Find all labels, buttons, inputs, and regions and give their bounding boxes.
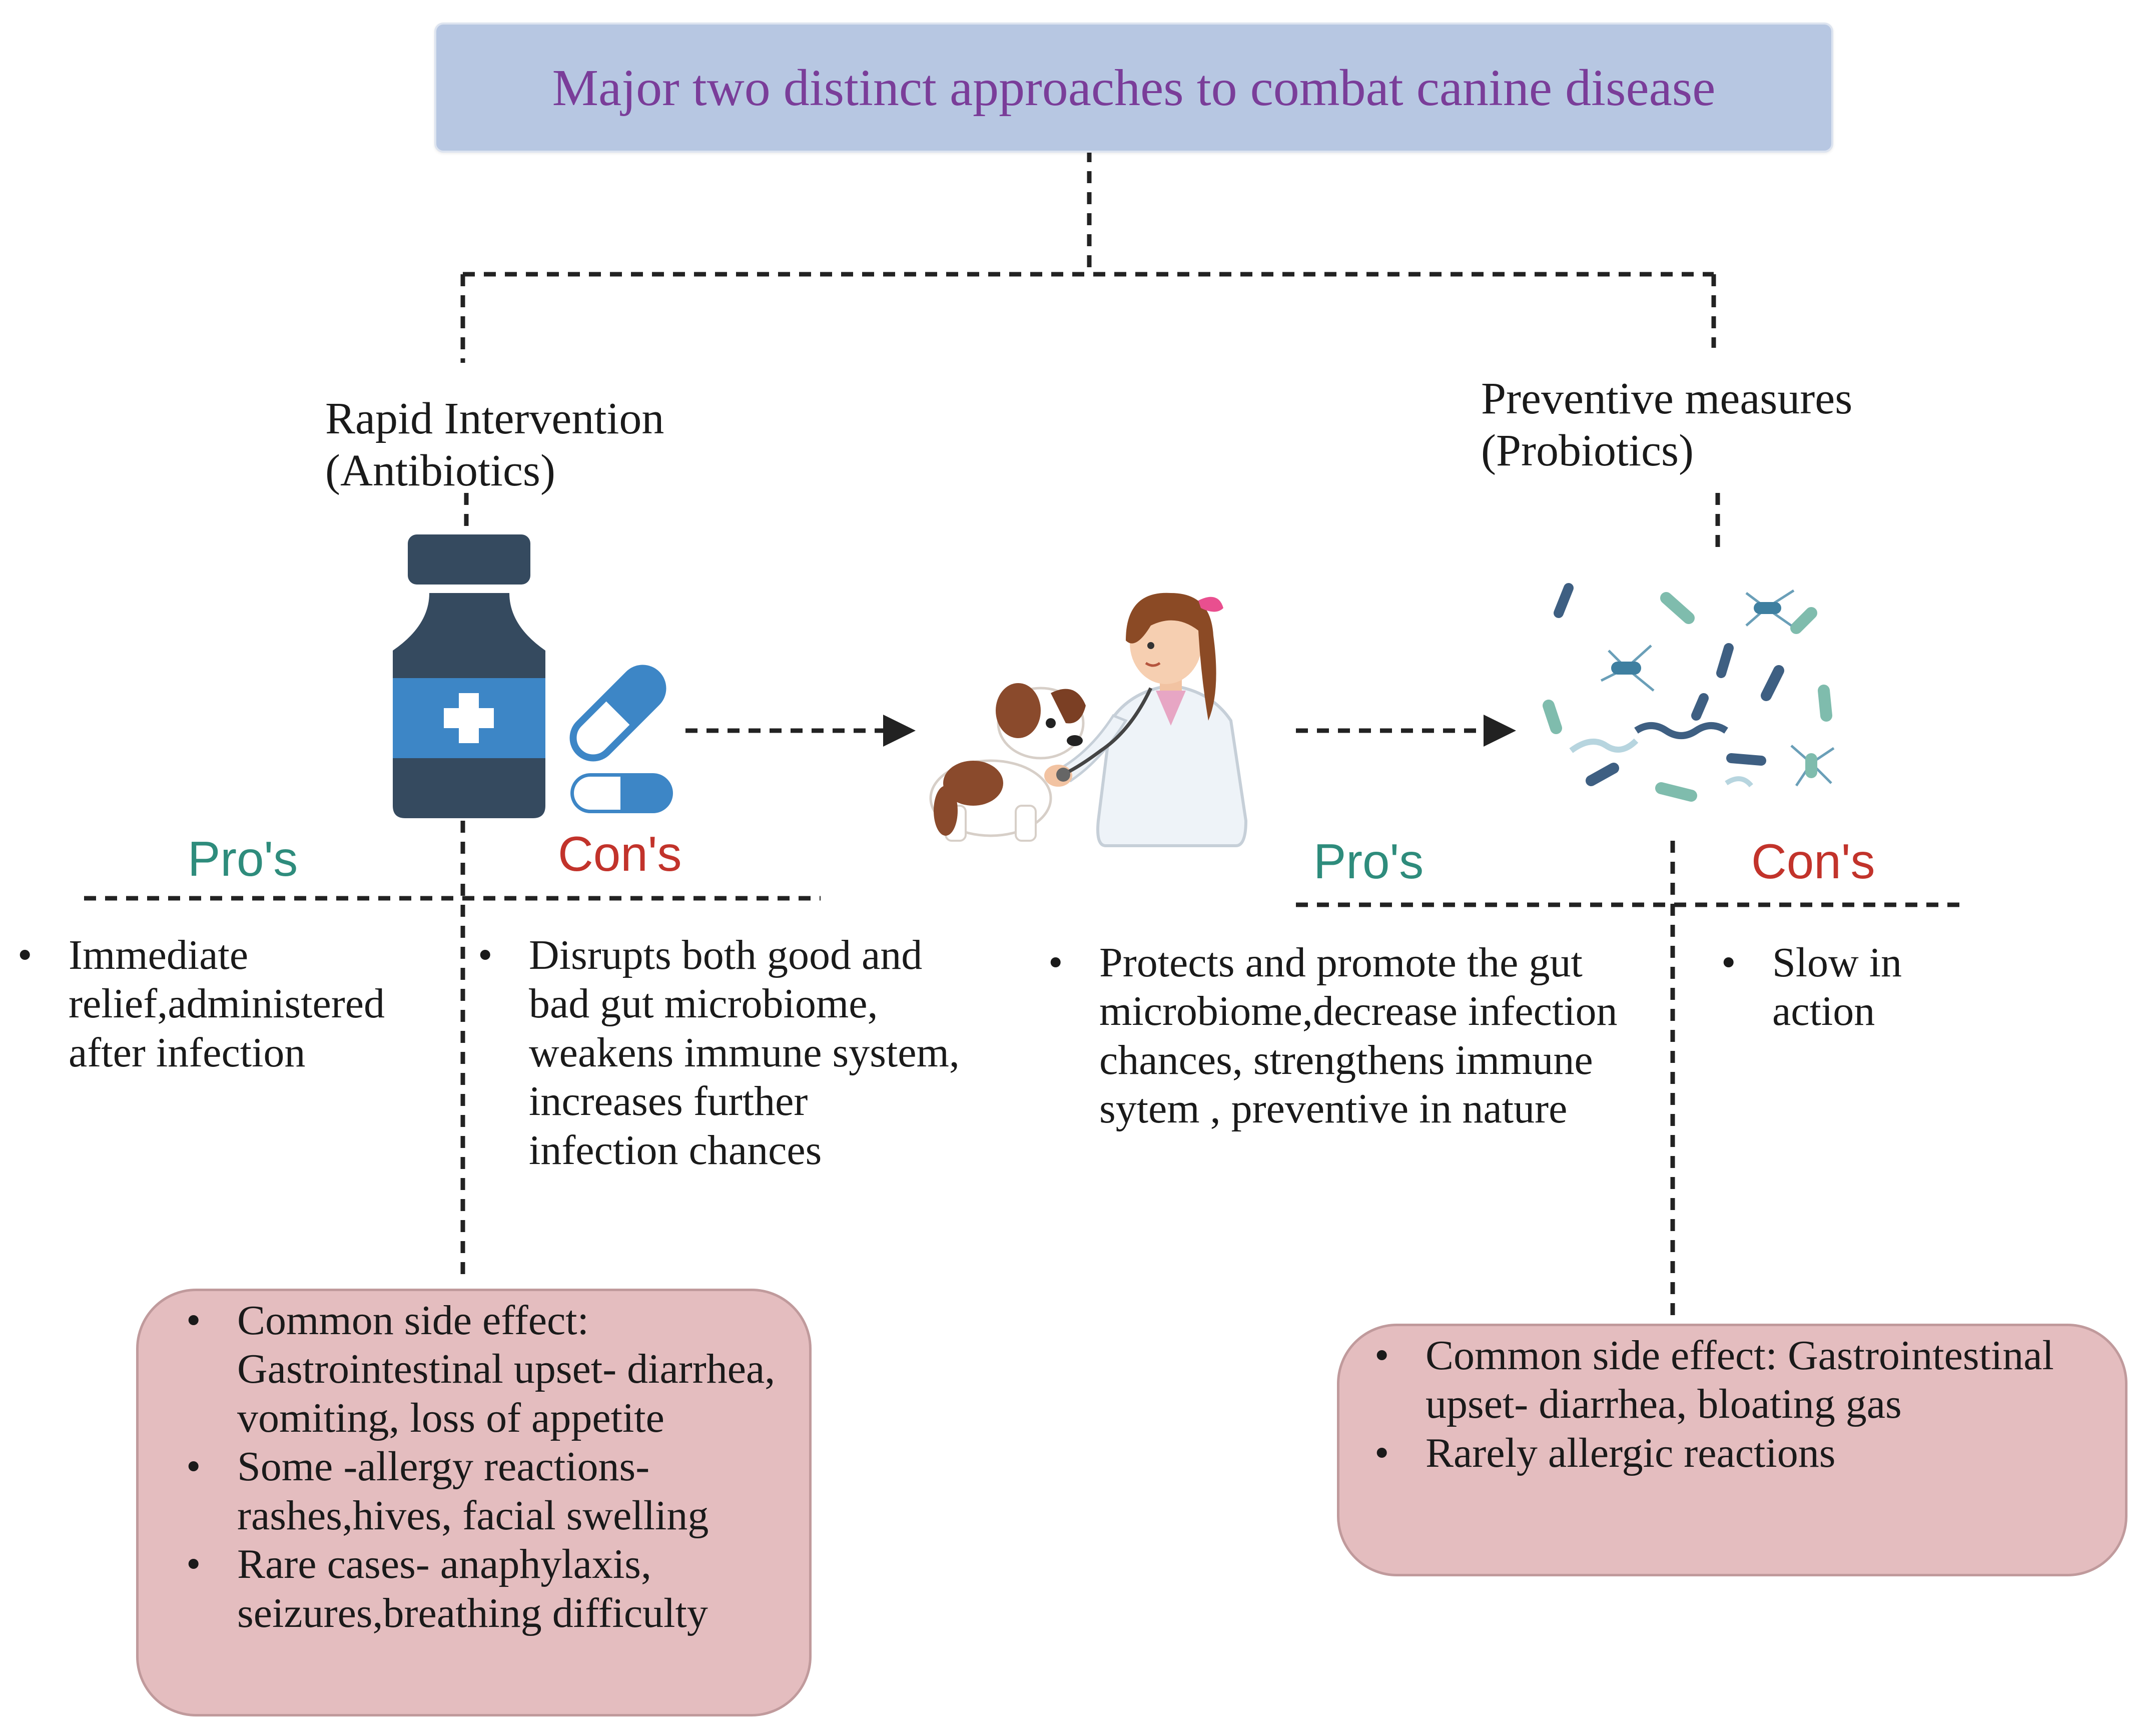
list-item: Slow in action — [1721, 938, 1936, 1036]
right-pros-label: Pro's — [1313, 834, 1424, 889]
right-cons-text: Slow in action — [1721, 938, 1936, 1036]
bacteria-icon — [1543, 583, 1835, 802]
list-item: Immediate relief,administered after infe… — [18, 931, 438, 1077]
right-heading-line2: (Probiotics) — [1481, 426, 1694, 476]
left-heading: Rapid Intervention (Antibiotics) — [325, 393, 664, 497]
arrow-head-2 — [1484, 715, 1516, 747]
diagram-title: Major two distinct approaches to combat … — [552, 59, 1716, 117]
right-heading-line1: Preventive measures — [1481, 374, 1853, 423]
left-heading-line1: Rapid Intervention — [325, 394, 664, 443]
right-pros-text: Protects and promote the gut microbiome,… — [1048, 938, 1659, 1133]
list-item: Rarely allergic reactions — [1374, 1429, 2095, 1478]
title-box: Major two distinct approaches to combat … — [434, 23, 1833, 153]
list-item: Protects and promote the gut microbiome,… — [1048, 938, 1659, 1133]
left-pros-label: Pro's — [188, 831, 298, 886]
right-side-effects-text: Common side effect: Gastrointestinal ups… — [1374, 1331, 2095, 1478]
left-pros-text: Immediate relief,administered after infe… — [18, 931, 438, 1077]
left-cons-label: Con's — [558, 826, 682, 881]
right-side-effects-box: Common side effect: Gastrointestinal ups… — [1337, 1324, 2127, 1576]
list-item: Rare cases- anaphylaxis, seizures,breath… — [186, 1540, 787, 1637]
list-item: Common side effect: Gastrointestinal ups… — [1374, 1331, 2095, 1429]
left-side-effects-text: Common side effect: Gastrointestinal ups… — [186, 1296, 787, 1637]
pill-capsule-icon — [569, 665, 673, 813]
list-item: Common side effect: Gastrointestinal ups… — [186, 1296, 787, 1442]
veterinarian-with-dog-icon — [929, 593, 1248, 847]
list-item: Some -allergy reactions- rashes,hives, f… — [186, 1442, 787, 1540]
arrow-head-1 — [883, 715, 916, 747]
medicine-bottle-icon — [393, 534, 545, 818]
left-cons-text: Disrupts both good and bad gut microbiom… — [478, 931, 963, 1175]
connector-lines — [84, 150, 1961, 1316]
right-cons-label: Con's — [1751, 834, 1875, 889]
left-side-effects-box: Common side effect: Gastrointestinal ups… — [136, 1289, 812, 1716]
list-item: Disrupts both good and bad gut microbiom… — [478, 931, 963, 1175]
right-heading: Preventive measures (Probiotics) — [1481, 373, 1852, 477]
left-heading-line2: (Antibiotics) — [325, 446, 555, 496]
